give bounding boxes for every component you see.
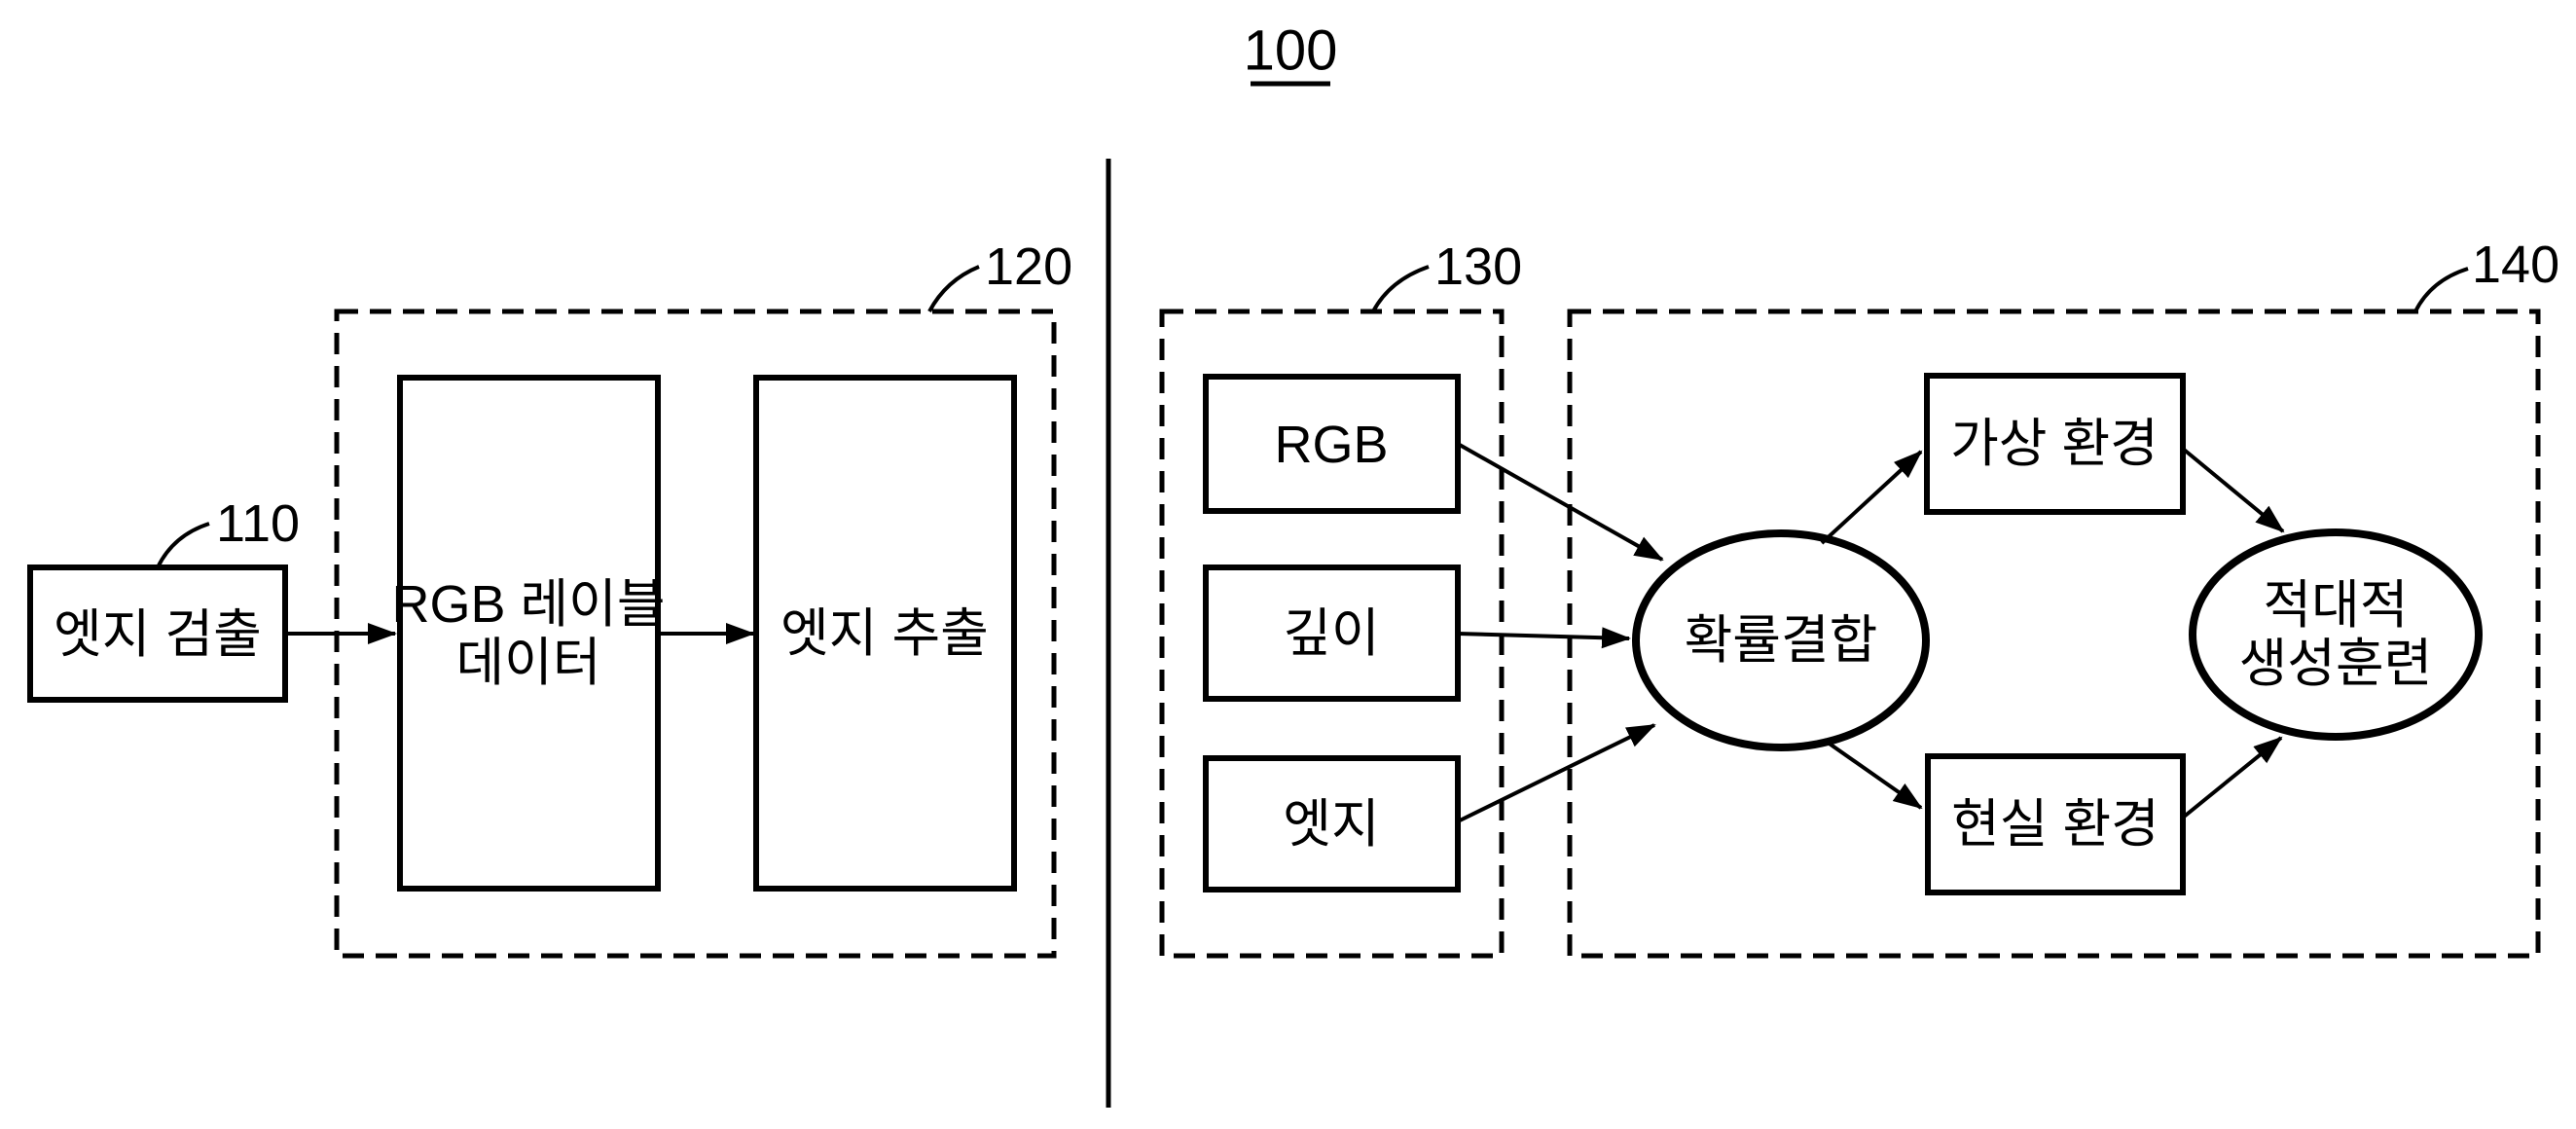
depth-input-box: [1203, 564, 1461, 702]
edge-extraction-box: [753, 375, 1017, 892]
adversarial-training-ellipse: [2189, 528, 2483, 741]
ref-leader-140: [2413, 267, 2469, 312]
real-env-box: [1925, 753, 2186, 895]
arrow-fusion-to-real: [1822, 738, 1923, 810]
virtual-env-box: [1924, 373, 2186, 515]
rgb-label-data-line1: RGB 레이블: [391, 575, 665, 634]
probability-fusion-ellipse: [1632, 529, 1930, 751]
arrow-fusion-to-virtual: [1820, 450, 1923, 545]
probability-fusion-label: 확률결합: [1685, 611, 1878, 670]
arrow-rgb-to-fusion: [1457, 442, 1664, 562]
real-env-label: 현실 환경: [1951, 795, 2159, 854]
adversarial-training-line2: 생성훈련: [2239, 635, 2433, 693]
edge-input-label: 엣지: [1283, 795, 1379, 854]
depth-input-label: 깊이: [1283, 604, 1379, 663]
ref-label-140: 140: [2472, 236, 2559, 294]
ref-leader-120: [927, 265, 980, 312]
ref-label-110: 110: [216, 494, 300, 553]
ref-leader-130: [1371, 265, 1430, 312]
ref-label-130: 130: [1434, 237, 1522, 296]
figure-title: 100: [1244, 19, 1338, 83]
arrow-real-to-adversarial: [2181, 736, 2283, 819]
arrow-virtual-to-adversarial: [2181, 447, 2285, 533]
edge-input-box: [1203, 755, 1461, 892]
virtual-env-label: 가상 환경: [1950, 415, 2159, 473]
arrow-depth-to-fusion: [1457, 627, 1631, 649]
rgb-label-data-line2: 데이터: [455, 634, 600, 692]
edge-detection-label: 엣지 검출: [54, 605, 262, 664]
edge-extraction-label: 엣지 추출: [780, 604, 989, 663]
training-group-box: [1567, 309, 2541, 959]
rgb-input-label: RGB: [1274, 416, 1388, 474]
arrow-edge-to-fusion: [1457, 723, 1656, 823]
ref-label-120: 120: [985, 237, 1072, 296]
ref-leader-110: [156, 522, 210, 568]
adversarial-training-line1: 적대적: [2263, 576, 2408, 635]
